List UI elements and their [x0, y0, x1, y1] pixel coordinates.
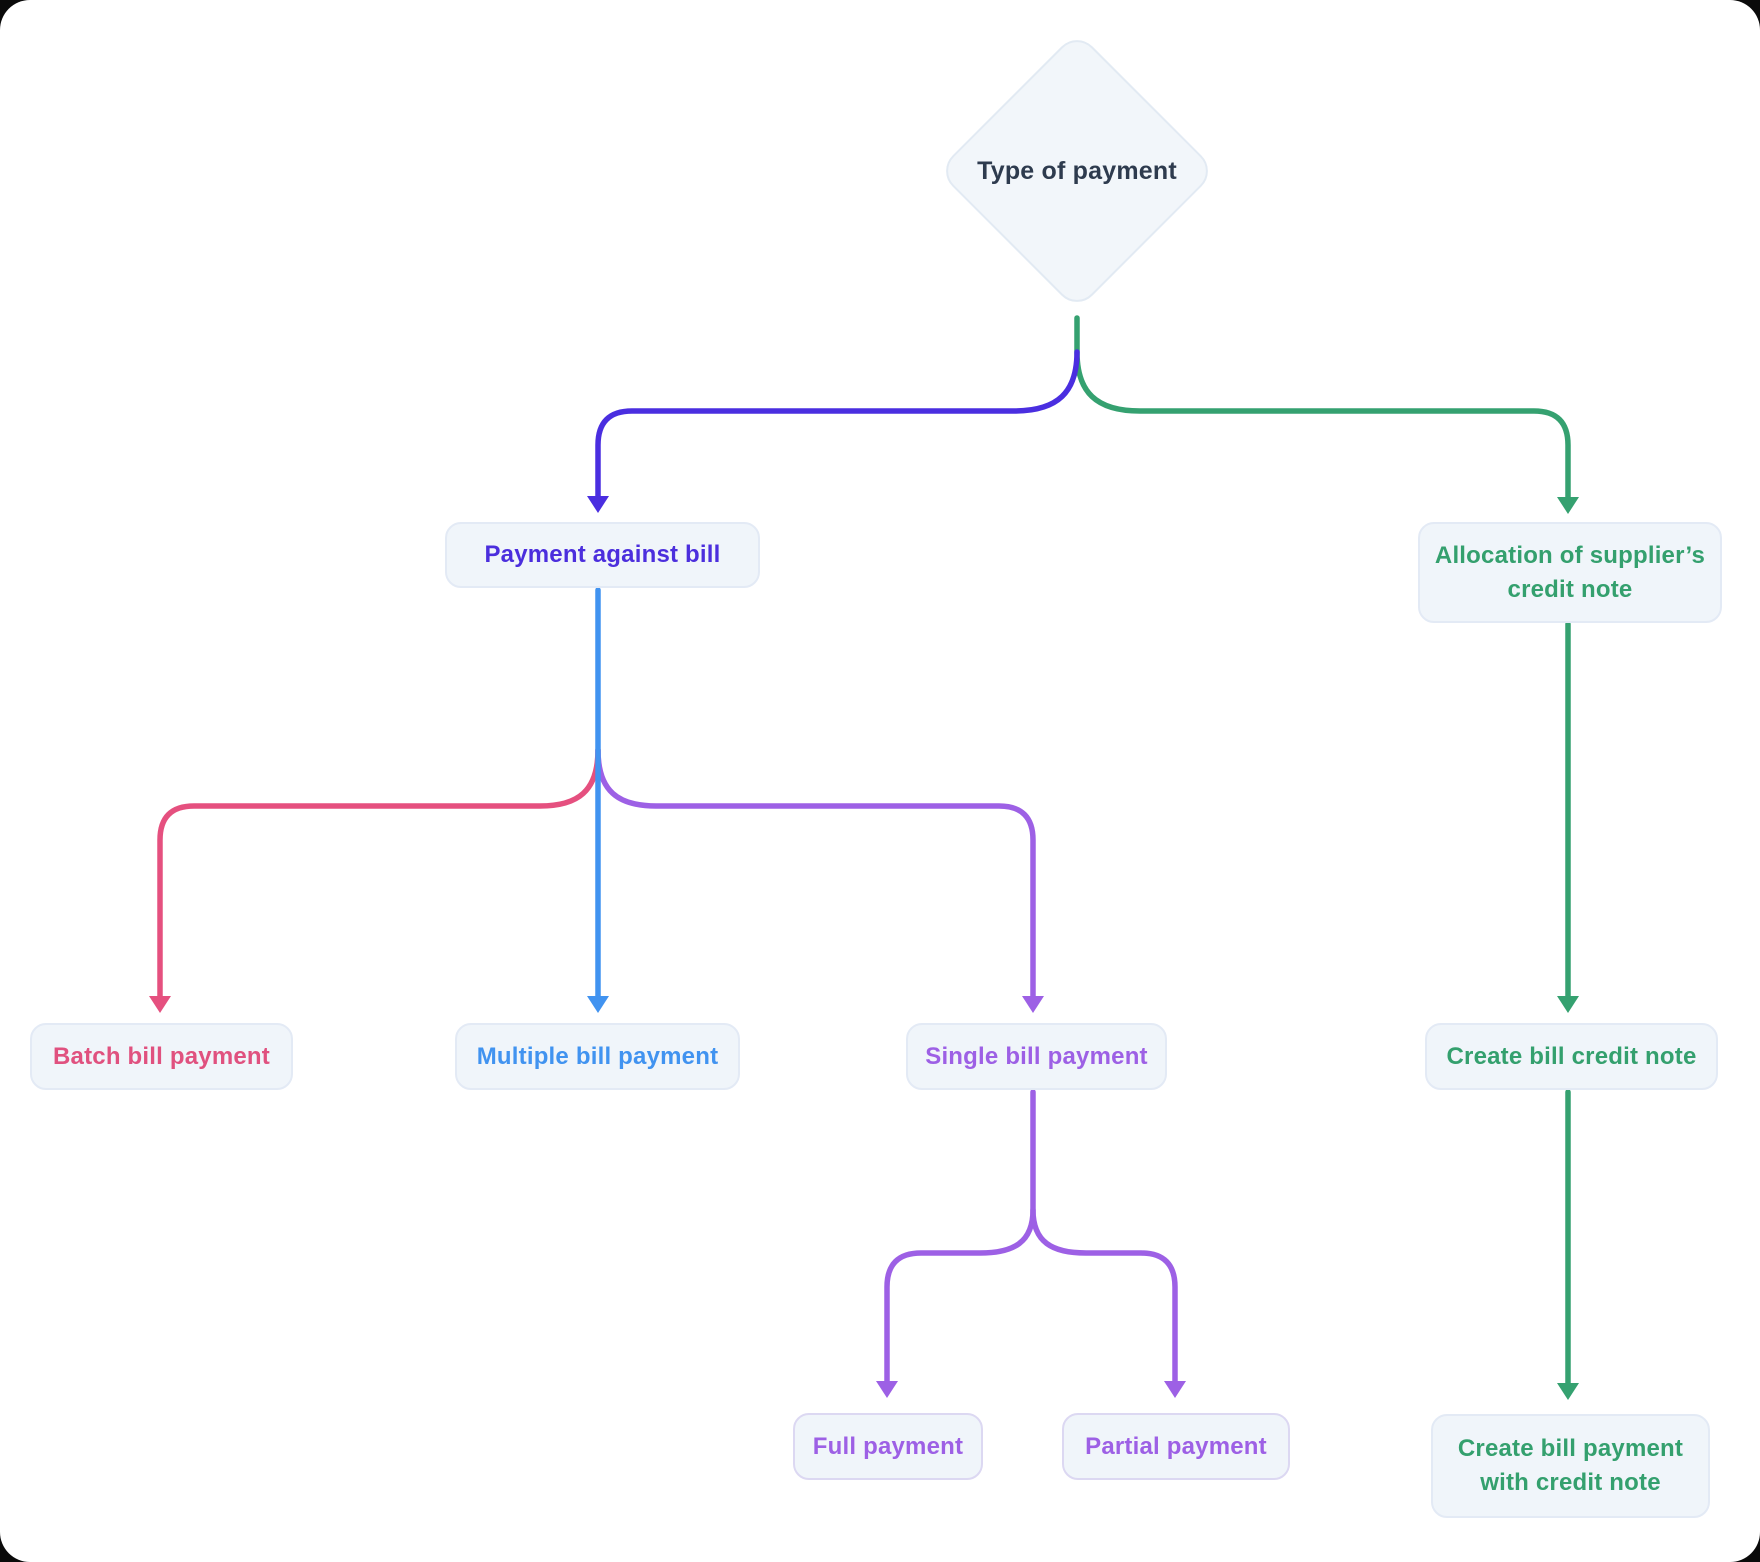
arrowhead-batch [149, 996, 171, 1013]
node-batch-label: Batch bill payment [53, 1042, 270, 1070]
node-single-label: Single bill payment [925, 1042, 1148, 1070]
arrowhead-allocation [1557, 497, 1579, 514]
edge-to-full [884, 1089, 1036, 1384]
node-partial-payment: Partial payment [1062, 1413, 1290, 1480]
arrowhead-payment-against-bill [587, 496, 609, 513]
node-batch-bill-payment: Batch bill payment [30, 1023, 293, 1090]
node-create-credit-note-label: Create bill credit note [1446, 1042, 1697, 1070]
arrowhead-single [1022, 996, 1044, 1013]
node-payment-against-bill-label: Payment against bill [484, 541, 721, 568]
node-allocation-label: Allocation of supplier’s credit note [1434, 541, 1706, 603]
arrowhead-create-credit-note [1557, 996, 1579, 1013]
arrowhead-multiple [587, 996, 609, 1013]
node-type-of-payment-label: Type of payment [977, 156, 1177, 185]
node-partial-label: Partial payment [1085, 1432, 1267, 1460]
edge-to-allocation [1074, 315, 1571, 500]
arrowhead-partial [1164, 1381, 1186, 1398]
node-full-label: Full payment [812, 1432, 964, 1460]
node-full-payment: Full payment [793, 1413, 983, 1480]
arrowhead-full [876, 1381, 898, 1398]
edge-to-batch [157, 747, 601, 999]
arrowhead-create-payment-cn [1557, 1383, 1579, 1400]
node-create-bill-payment-with-credit-note: Create bill payment with credit note [1431, 1414, 1710, 1518]
edge-to-payment-against-bill [595, 349, 1080, 499]
node-create-payment-cn-label: Create bill payment with credit note [1457, 1435, 1684, 1496]
node-multiple-label: Multiple bill payment [476, 1042, 719, 1070]
edge-to-partial [1030, 1207, 1178, 1384]
node-create-bill-credit-note: Create bill credit note [1425, 1023, 1718, 1090]
node-single-bill-payment: Single bill payment [906, 1023, 1167, 1090]
edge-to-single [595, 747, 1036, 999]
node-allocation-of-suppliers-credit-note: Allocation of supplier’s credit note [1418, 522, 1722, 623]
node-payment-against-bill: Payment against bill [445, 522, 760, 588]
node-multiple-bill-payment: Multiple bill payment [455, 1023, 740, 1090]
